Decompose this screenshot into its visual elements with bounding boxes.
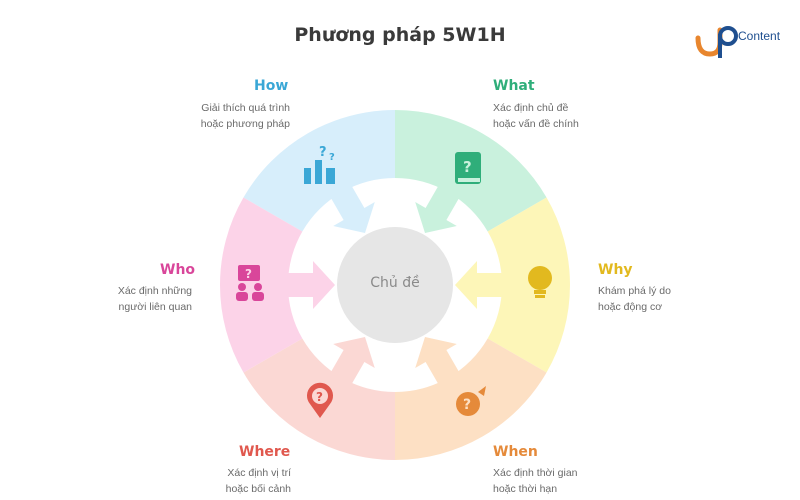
desc-how-line1: Giải thích quá trình — [201, 102, 290, 114]
desc-why-line1: Khám phá lý do — [598, 285, 671, 297]
desc-where-line1: Xác định vị trí — [227, 467, 291, 479]
location-question-icon: ? — [307, 382, 333, 418]
label-when: When — [493, 444, 538, 460]
desc-why-line2: hoặc động cơ — [598, 301, 663, 313]
label-why: Why — [598, 262, 633, 278]
desc-when-line2: hoặc thời hạn — [493, 483, 558, 495]
desc-what-line1: Xác định chủ đề — [493, 102, 569, 114]
icons-layer: ? ? ? ? ? ? — [236, 145, 552, 418]
question-book-icon: ? — [455, 152, 481, 184]
logo-mark — [695, 26, 738, 58]
svg-text:?: ? — [316, 390, 323, 404]
page-title: Phương pháp 5W1H — [294, 24, 506, 46]
desc-who-line2: người liên quan — [118, 301, 192, 313]
desc-where-line2: hoặc bối cảnh — [225, 483, 291, 495]
label-what: What — [493, 78, 535, 94]
label-how: How — [254, 78, 289, 94]
desc-when-line1: Xác định thời gian — [493, 467, 578, 479]
desc-when: Xác định thời gian hoặc thời hạn — [493, 465, 663, 497]
arrow-who — [277, 261, 335, 309]
arrow-what — [415, 176, 465, 234]
people-question-icon: ? — [236, 265, 264, 301]
desc-why: Khám phá lý do hoặc động cơ — [598, 283, 768, 315]
desc-who-line1: Xác định những — [117, 285, 192, 297]
center-label: Chủ đề — [370, 275, 420, 291]
desc-how-line2: hoặc phương pháp — [200, 118, 290, 130]
svg-text:?: ? — [245, 267, 252, 281]
question-blocks-icon: ? ? — [304, 145, 335, 184]
logo-text: Content — [738, 29, 781, 43]
svg-text:?: ? — [329, 152, 335, 163]
clock-question-icon: ? — [456, 386, 486, 416]
lightbulb-icon — [528, 266, 552, 298]
svg-text:?: ? — [463, 158, 472, 176]
svg-text:?: ? — [463, 397, 471, 413]
desc-what: Xác định chủ đề hoặc vấn đề chính — [493, 100, 663, 132]
segment-why — [487, 197, 570, 373]
label-where: Where — [239, 444, 291, 460]
arrow-when — [415, 336, 465, 394]
desc-who: Xác định những người liên quan — [22, 283, 192, 315]
svg-text:?: ? — [319, 145, 327, 160]
arrow-why — [455, 261, 513, 309]
label-who: Who — [160, 262, 196, 278]
desc-what-line2: hoặc vấn đề chính — [493, 118, 579, 130]
arrow-how — [325, 176, 375, 234]
desc-where: Xác định vị trí hoặc bối cảnh — [121, 465, 291, 497]
desc-how: Giải thích quá trình hoặc phương pháp — [120, 100, 290, 132]
arrow-where — [325, 336, 375, 394]
center-circle — [337, 227, 453, 343]
arrows-layer — [277, 176, 513, 394]
